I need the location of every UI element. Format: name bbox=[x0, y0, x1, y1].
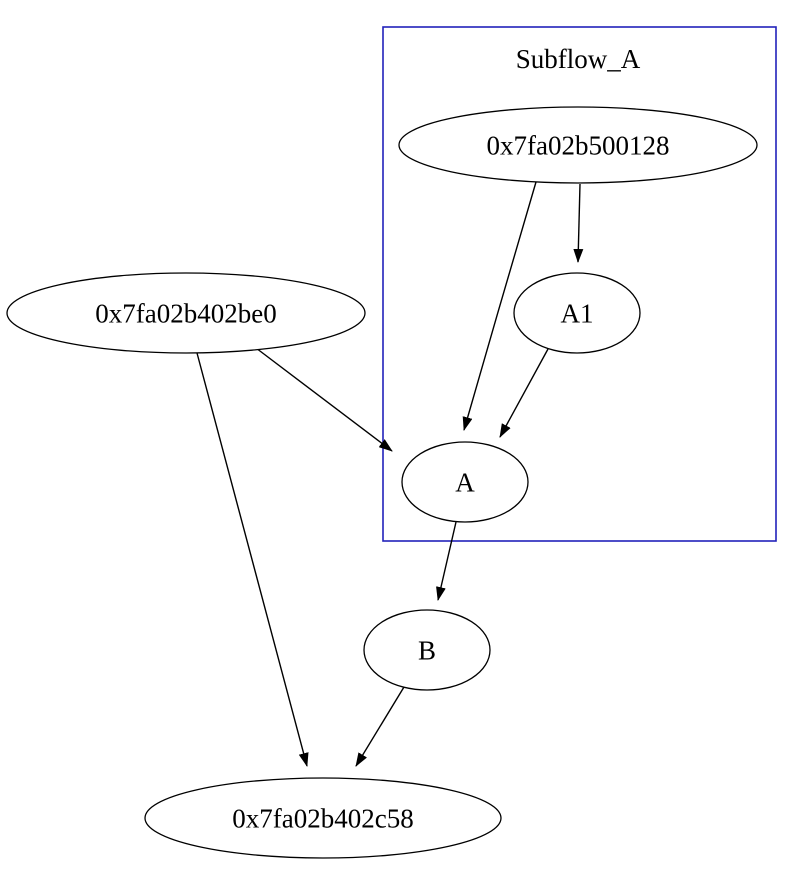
node-b: B bbox=[363, 609, 491, 691]
node-a1: A1 bbox=[513, 272, 641, 354]
node-b-shape bbox=[363, 609, 491, 691]
node-0x7fa02b500128: 0x7fa02b500128 bbox=[398, 106, 758, 184]
node-0x7fa02b500128-label: 0x7fa02b500128 bbox=[487, 130, 670, 160]
node-0x7fa02b500128-shape bbox=[398, 106, 758, 184]
edge-0x7fa02b500128-to-a1 bbox=[573, 183, 584, 263]
node-a-shape bbox=[401, 441, 529, 523]
edge-0x7fa02b500128-to-a bbox=[462, 181, 537, 431]
edge-0x7fa02b402be0-to-a bbox=[255, 347, 393, 452]
node-0x7fa02b402c58-shape bbox=[144, 777, 502, 859]
node-a1-label: A1 bbox=[561, 298, 594, 328]
node-0x7fa02b402be0-label: 0x7fa02b402be0 bbox=[95, 298, 276, 328]
node-a-label: A bbox=[455, 467, 475, 497]
edges bbox=[196, 181, 584, 767]
node-0x7fa02b402be0-shape bbox=[6, 272, 366, 354]
cluster-subflow-a: Subflow_A bbox=[382, 26, 777, 542]
edge-a-to-b bbox=[436, 521, 457, 601]
node-0x7fa02b402c58: 0x7fa02b402c58 bbox=[144, 777, 502, 859]
cluster-border bbox=[382, 26, 777, 542]
node-b-label: B bbox=[418, 635, 436, 665]
node-0x7fa02b402be0: 0x7fa02b402be0 bbox=[6, 272, 366, 354]
edge-a1-to-a bbox=[499, 348, 549, 438]
edge-0x7fa02b402be0-to-0x7fa02b402c58 bbox=[196, 352, 309, 767]
edge-b-to-0x7fa02b402c58 bbox=[355, 686, 405, 767]
node-0x7fa02b402c58-label: 0x7fa02b402c58 bbox=[232, 803, 413, 833]
cluster-label: Subflow_A bbox=[516, 44, 641, 74]
node-a1-shape bbox=[513, 272, 641, 354]
node-a: A bbox=[401, 441, 529, 523]
